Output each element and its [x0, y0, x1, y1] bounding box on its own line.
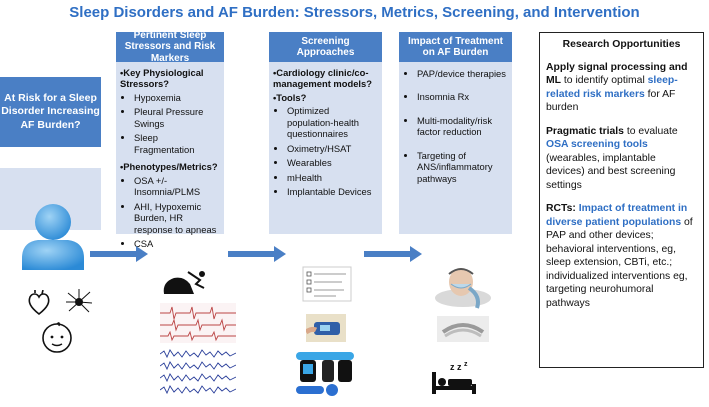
list-item: Targeting of ANS/inflammatory pathways [417, 150, 508, 184]
screening-column: Screening Approaches •Cardiology clinic/… [269, 32, 382, 234]
wearables-icon [296, 352, 354, 396]
eeg-trace-icon [160, 349, 236, 395]
research-p2-tail: (wearables, implantable devices) and bes… [546, 152, 676, 191]
impact-column: Impact of Treatment on AF Burden PAP/dev… [399, 32, 512, 234]
list-item: mHealth [287, 172, 378, 183]
research-p1-tail: for AF burden [546, 88, 676, 114]
at-risk-box: At Risk for a Sleep Disorder Increasing … [0, 77, 101, 147]
heart-icon [28, 290, 50, 316]
lungs-icon [163, 271, 205, 294]
oral-appliance-icon [437, 316, 489, 342]
list-item: OSA +/- Insomnia/PLMS [134, 175, 220, 198]
research-p2-highlight: OSA screening tools [546, 139, 648, 151]
oximeter-icon [306, 314, 346, 342]
sleeping-bed-icon: z z z [432, 361, 476, 394]
stressors-section2-title: Phenotypes/Metrics? [123, 161, 218, 173]
research-p3-tail: of PAP and other devices; behavioral int… [546, 216, 693, 309]
flow-arrow-1 [90, 246, 148, 262]
stressors-header: Pertinent Sleep Stressors and Risk Marke… [116, 30, 224, 64]
list-item: Wearables [287, 157, 378, 168]
research-p1-text: to identify optimal [563, 75, 645, 87]
stressors-section1-title: Key Physiological Stressors? [120, 67, 204, 90]
research-p2-bold: Pragmatic trials [546, 125, 624, 137]
list-item: PAP/device therapies [417, 68, 508, 79]
list-item: AHI, Hypoxemic Burden, HR response to ap… [134, 201, 220, 235]
screening-section2-title: Tools? [276, 91, 307, 103]
baby-icon [42, 322, 72, 353]
research-header: Research Opportunities [562, 39, 681, 50]
research-p2-text: to evaluate [626, 125, 678, 137]
impact-header: Impact of Treatment on AF Burden [399, 32, 512, 62]
screening-header: Screening Approaches [269, 32, 382, 62]
list-item: Optimized population-health questionnair… [287, 105, 378, 139]
flow-arrow-2 [228, 246, 286, 262]
research-p1-bold: Apply signal processing and ML [546, 61, 688, 87]
list-item: Multi-modality/risk factor reduction [417, 115, 508, 138]
list-item: Implantable Devices [287, 186, 378, 197]
neuron-icon [66, 289, 92, 313]
research-opportunities-box: Research Opportunities Apply signal proc… [539, 32, 704, 368]
screening-section1-title: Cardiology clinic/co-management models? [273, 67, 372, 90]
list-item: Oximetry/HSAT [287, 143, 378, 154]
svg-text:z z: z z [450, 362, 462, 372]
list-item: CSA [134, 238, 220, 249]
research-p1-highlight: sleep-related risk markers [546, 75, 678, 100]
svg-text:z: z [464, 361, 468, 368]
stressors-column: Pertinent Sleep Stressors and Risk Marke… [116, 30, 224, 249]
cpap-mask-icon [435, 268, 491, 309]
list-item: Pleural Pressure Swings [134, 106, 220, 129]
flow-arrow-3 [364, 246, 422, 262]
person-icon [22, 204, 84, 270]
questionnaire-icon [302, 266, 352, 302]
page-title: Sleep Disorders and AF Burden: Stressors… [69, 4, 640, 21]
list-item: Insomnia Rx [417, 91, 508, 102]
research-p3-highlight: Impact of treatment in diverse patient p… [546, 203, 688, 228]
list-item: Hypoxemia [134, 92, 220, 103]
ecg-trace-icon [160, 303, 236, 343]
research-p3-bold: RCTs: [546, 203, 576, 215]
list-item: Sleep Fragmentation [134, 132, 220, 155]
